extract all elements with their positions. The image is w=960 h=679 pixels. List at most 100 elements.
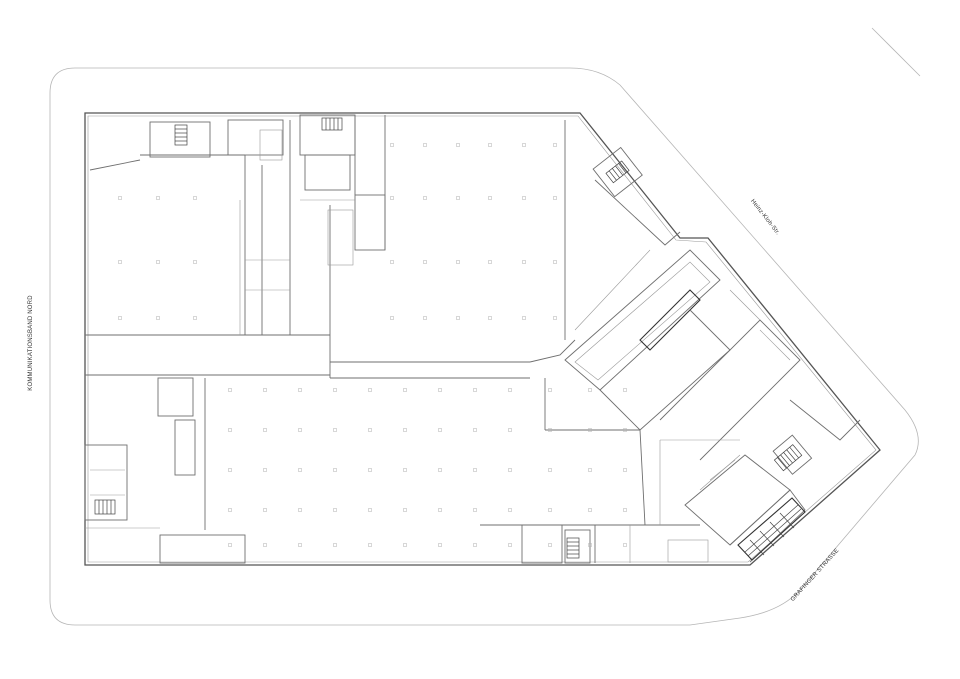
column	[263, 428, 267, 432]
column	[298, 428, 302, 432]
column	[438, 468, 442, 472]
column	[548, 468, 552, 472]
northeast-wing	[564, 146, 861, 475]
column	[228, 543, 232, 547]
column	[473, 428, 477, 432]
column	[423, 316, 427, 320]
column	[548, 543, 552, 547]
column	[368, 543, 372, 547]
column	[588, 543, 592, 547]
column	[403, 508, 407, 512]
column	[403, 468, 407, 472]
column	[193, 316, 197, 320]
column	[508, 428, 512, 432]
column	[333, 468, 337, 472]
column	[438, 508, 442, 512]
street-label-west: KOMMUNIKATIONSBAND NORD	[28, 295, 34, 391]
column	[423, 260, 427, 264]
column	[456, 196, 460, 200]
column	[548, 508, 552, 512]
column	[473, 543, 477, 547]
column	[390, 260, 394, 264]
column	[228, 508, 232, 512]
column	[438, 428, 442, 432]
column	[623, 543, 627, 547]
column	[390, 316, 394, 320]
column	[263, 543, 267, 547]
column	[456, 143, 460, 147]
column	[403, 428, 407, 432]
north-hall	[529, 120, 651, 363]
column	[553, 260, 557, 264]
column	[423, 143, 427, 147]
column	[368, 388, 372, 392]
column	[553, 196, 557, 200]
column	[403, 388, 407, 392]
central-core-north	[299, 114, 386, 266]
column	[522, 260, 526, 264]
column	[423, 196, 427, 200]
west-core-south	[84, 377, 246, 564]
column	[390, 143, 394, 147]
column	[368, 428, 372, 432]
column	[488, 196, 492, 200]
column	[588, 428, 592, 432]
column	[488, 260, 492, 264]
column	[263, 468, 267, 472]
column	[508, 543, 512, 547]
column	[193, 196, 197, 200]
column	[333, 428, 337, 432]
column	[488, 316, 492, 320]
column	[368, 468, 372, 472]
column	[333, 543, 337, 547]
column	[548, 388, 552, 392]
column	[403, 543, 407, 547]
column	[298, 508, 302, 512]
column	[368, 508, 372, 512]
column	[623, 468, 627, 472]
column	[298, 468, 302, 472]
column	[623, 388, 627, 392]
column	[390, 196, 394, 200]
column	[333, 388, 337, 392]
column	[623, 508, 627, 512]
stair-south-core	[566, 537, 580, 559]
stair-north-core	[321, 117, 343, 131]
column	[522, 316, 526, 320]
column	[473, 468, 477, 472]
column	[588, 508, 592, 512]
column	[473, 508, 477, 512]
stair-west-south	[94, 499, 116, 515]
column	[522, 196, 526, 200]
structural-columns	[118, 143, 627, 547]
column	[588, 388, 592, 392]
column	[473, 388, 477, 392]
stair-northwest	[174, 124, 188, 146]
column	[588, 468, 592, 472]
column	[456, 260, 460, 264]
column	[438, 543, 442, 547]
column	[118, 316, 122, 320]
column	[548, 428, 552, 432]
column	[156, 260, 160, 264]
column	[553, 316, 557, 320]
column	[228, 428, 232, 432]
column	[623, 428, 627, 432]
column	[488, 143, 492, 147]
column	[522, 143, 526, 147]
street-label-northeast: Heinz-Kloh-Str.	[749, 198, 780, 236]
site-boundary	[49, 27, 921, 626]
column	[333, 508, 337, 512]
west-wing-walls	[85, 119, 530, 379]
stair-southeast-entrance	[737, 497, 806, 561]
column	[508, 468, 512, 472]
stair-northeast	[605, 160, 630, 184]
column	[263, 388, 267, 392]
column	[553, 143, 557, 147]
stair-east	[773, 444, 803, 472]
stairs	[94, 117, 806, 561]
column	[156, 316, 160, 320]
column	[263, 508, 267, 512]
column	[508, 508, 512, 512]
column	[193, 260, 197, 264]
